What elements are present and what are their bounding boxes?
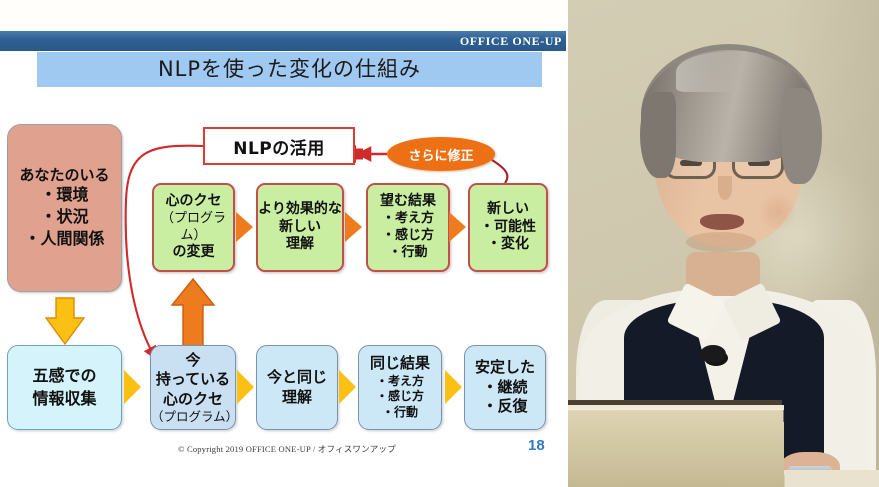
node-line: ・継続: [482, 377, 528, 396]
cheek-highlight: [758, 192, 798, 232]
slide-header-band: [0, 31, 566, 51]
arrow-down-icon: [44, 297, 86, 346]
nose: [718, 176, 732, 200]
node-five-senses-collection: 五感での 情報収集: [7, 345, 122, 430]
arrow-right-icon: [237, 370, 254, 404]
slide-top-margin: [0, 0, 568, 31]
arrow-right-icon: [124, 370, 141, 404]
node-line: ・行動: [388, 244, 428, 260]
node-line: ・変化: [487, 236, 529, 253]
node-line: ・反復: [482, 397, 528, 416]
node-line: の変更: [172, 243, 215, 260]
node-line: 今と同じ: [266, 368, 327, 386]
node-line: ・状況: [40, 207, 89, 227]
laptop-hinge: [568, 400, 782, 408]
node-line: 心のクセ: [165, 193, 222, 210]
page-title: NLPを使った変化の仕組み: [157, 57, 422, 81]
arrow-right-icon: [339, 370, 356, 404]
node-line: 持っている: [155, 370, 231, 388]
node-stabilized: 安定した ・継続 ・反復: [464, 345, 546, 430]
slide-title-bar: [37, 52, 542, 87]
node-current-mind-program: 今 持っている 心のクセ （プログラム）: [150, 345, 239, 430]
node-desired-result: 望む結果 ・考え方 ・感じ方 ・行動: [366, 183, 450, 272]
node-line: （プログラム）: [160, 211, 226, 243]
node-change-mind-program: 心のクセ （プログラム） の変更: [152, 183, 235, 272]
node-line: ・行動: [381, 405, 418, 420]
eye-right: [748, 160, 770, 166]
node-line: NLPの活用: [233, 138, 325, 159]
presenter-video-panel: [568, 0, 879, 487]
node-line: 望む結果: [380, 193, 436, 210]
mouth: [700, 214, 744, 230]
eye-left: [680, 160, 702, 166]
node-more-effective-understanding: より効果的な 新しい 理解: [256, 183, 344, 272]
node-line: より効果的な: [258, 200, 342, 217]
brand-label: OFFICE ONE-UP: [459, 34, 562, 48]
hair-highlight: [676, 52, 776, 92]
node-line: さらに修正: [408, 148, 474, 164]
node-line: ・感じ方: [375, 389, 424, 404]
node-same-result: 同じ結果 ・考え方 ・感じ方 ・行動: [358, 345, 442, 430]
arrow-right-icon: [236, 212, 253, 242]
arrow-right-icon: [345, 212, 362, 242]
copyright-notice: © Copyright 2019 OFFICE ONE-UP / オフィスワンア…: [178, 444, 396, 454]
node-nlp-utilization: NLPの活用: [203, 127, 355, 165]
node-same-understanding: 今と同じ 理解: [256, 345, 338, 430]
presentation-slide: OFFICE ONE-UP NLPを使った変化の仕組み あなたのいる ・環境 ・…: [0, 0, 568, 454]
node-line: あなたのいる: [19, 165, 110, 184]
laptop-lid: [568, 408, 785, 487]
lapel-microphone-icon: [700, 345, 726, 363]
node-line: 今: [185, 350, 201, 369]
node-line: ・人間関係: [24, 229, 105, 249]
node-new-possibility: 新しい ・可能性 ・変化: [468, 183, 548, 272]
hair-side-right: [782, 88, 822, 184]
node-line: 同じ結果: [369, 354, 430, 373]
node-line: 理解: [286, 236, 314, 253]
slide-page-number: 18: [528, 437, 545, 454]
node-line: 心のクセ: [162, 389, 223, 408]
node-line: ・考え方: [375, 373, 424, 388]
arrow-right-icon: [449, 212, 466, 242]
hair-side-left: [640, 92, 676, 178]
node-line: 情報収集: [32, 388, 97, 408]
node-line: 安定した: [474, 358, 535, 377]
node-line: ・感じ方: [381, 228, 434, 243]
chin-shading: [686, 232, 756, 252]
laptop-lid-edge: [568, 405, 784, 410]
node-line: ・環境: [40, 185, 89, 205]
node-line: 新しい: [487, 200, 529, 217]
node-line: 五感での: [32, 366, 97, 386]
node-further-correction: さらに修正: [387, 137, 495, 171]
node-line: ・可能性: [480, 218, 536, 235]
node-line: 新しい: [279, 218, 321, 235]
node-your-situation: あなたのいる ・環境 ・状況 ・人間関係: [7, 124, 122, 292]
node-line: 理解: [281, 387, 312, 406]
desk-surface: [784, 470, 879, 487]
node-line: ・考え方: [381, 211, 434, 227]
arrow-right-icon: [445, 370, 462, 404]
node-line: （プログラム）: [151, 409, 239, 424]
